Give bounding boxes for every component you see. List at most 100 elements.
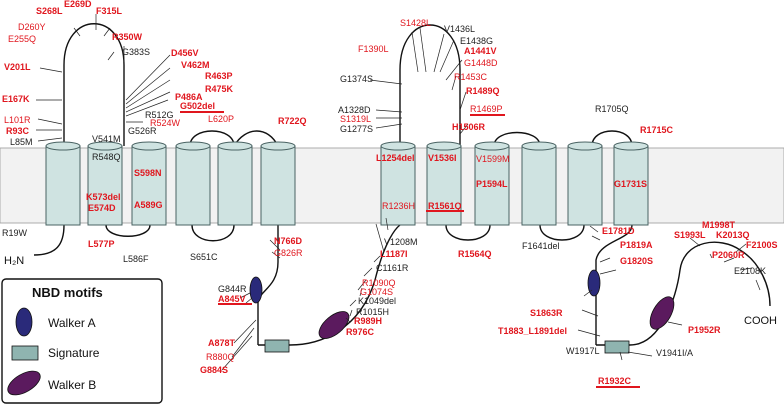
tm-helix-8-cap: [426, 141, 462, 151]
mutation-label: V1208M: [384, 237, 418, 247]
legend-signature-icon: [11, 345, 39, 361]
tm-helix-9-cap: [474, 141, 510, 151]
legend-box: [1, 278, 163, 404]
leader-lines: [36, 14, 761, 371]
ec-loop-12-13: [591, 130, 633, 147]
mutation-label: R1715C: [640, 125, 674, 135]
legend-walker-a-label: Walker A: [48, 316, 96, 330]
ec-loop-4-5: [189, 130, 235, 147]
mutation-label: P1952R: [688, 325, 721, 335]
nbd1-walker-a: [249, 276, 263, 304]
mutation-label: G1731S: [614, 179, 647, 189]
mutation-label: R1705Q: [595, 104, 629, 114]
mutation-label: F1641del: [522, 241, 560, 251]
mutation-label: S598N: [134, 168, 162, 178]
mutation-label: V1599M: [476, 154, 510, 164]
mutation-label: G884S: [200, 365, 228, 375]
mutation-label: E167K: [2, 94, 30, 104]
c-terminus-label: COOH: [744, 315, 777, 327]
mutation-label: G1374S: [340, 74, 373, 84]
mutation-label: R19W: [2, 228, 28, 238]
mutation-label: R463P: [205, 71, 233, 81]
mutation-label: G1277S: [340, 124, 373, 134]
nbd2-walker-a: [587, 269, 601, 297]
mutation-label: S651C: [190, 252, 218, 262]
mutation-label: R722Q: [278, 116, 307, 126]
mutation-label: P486A: [175, 92, 203, 102]
mutation-label: F1390L: [358, 44, 389, 54]
mutation-label: F315L: [96, 6, 123, 16]
mutation-label: T1883_L1891del: [498, 326, 567, 336]
nbd2-signature: [604, 340, 630, 354]
mutation-label: V1941I/A: [656, 348, 693, 358]
mutation-label: V1436L: [444, 24, 475, 34]
nbd1-walker-b: [318, 311, 350, 339]
mutation-label: R350W: [112, 32, 143, 42]
tm-helix-6: [260, 145, 296, 226]
mutation-label: K2013Q: [716, 230, 750, 240]
mutation-label: A1328D: [338, 105, 371, 115]
mutation-label: V201L: [4, 62, 31, 72]
tm-helix-7: [380, 145, 416, 226]
mutation-label: S268L: [36, 6, 63, 16]
mutation-label: E1438G: [460, 36, 493, 46]
legend-signature-label: Signature: [48, 346, 100, 360]
mutation-label: P1594L: [476, 179, 508, 189]
mutation-label: R1489Q: [466, 86, 500, 96]
tm-helix-10-cap: [521, 141, 557, 151]
ic-loop-9-10: [445, 224, 491, 241]
mutation-label: L586F: [123, 254, 149, 264]
mutation-label: L101R: [4, 115, 31, 125]
legend-walker-b-label: Walker B: [48, 378, 96, 392]
mutation-label: A1441V: [464, 46, 497, 56]
mutation-label: L85M: [10, 137, 33, 147]
ic-loop-2-3: [105, 224, 151, 237]
mutation-label: L620P: [208, 114, 234, 124]
mutation-label: S1428L: [400, 18, 431, 28]
mutation-label: S1319L: [340, 114, 371, 124]
legend-title: NBD motifs: [32, 285, 103, 300]
tm-helix-2-cap: [87, 141, 123, 151]
tm-helix-5-cap: [217, 141, 253, 151]
mutation-label: K1049del: [358, 296, 396, 306]
ec-loop-10-11: [493, 131, 541, 147]
mutation-label: G826R: [274, 248, 303, 258]
mutation-label: M1998T: [702, 220, 736, 230]
tm-helix-3: [131, 145, 167, 226]
mutation-label: L1254del: [376, 153, 415, 163]
tm-helix-1: [45, 145, 81, 226]
mutation-label: R1564Q: [458, 249, 492, 259]
mutation-label: E2108K: [734, 266, 766, 276]
nbd-motifs: [249, 269, 675, 354]
mutation-label: G1820S: [620, 256, 653, 266]
mutation-label: G844R: [218, 284, 247, 294]
ecd1-loop: [63, 23, 125, 146]
tm-helices: [45, 141, 649, 226]
mutation-label: N766D: [274, 236, 303, 246]
mutation-label: E1781D: [602, 226, 635, 236]
mutation-label: G526R: [128, 126, 157, 136]
nbd1-signature: [264, 339, 290, 353]
mutation-label: R524W: [150, 118, 181, 128]
mutation-label: D456V: [171, 48, 199, 58]
nbd2-walker-b: [649, 296, 675, 330]
legend-walker-b-icon: [7, 370, 41, 396]
nbd1-loop: [258, 224, 401, 346]
mutation-label: F2100S: [746, 240, 778, 250]
mutation-label: R880Q: [206, 352, 235, 362]
mutation-label: V541M: [92, 134, 121, 144]
mutation-label: E269D: [64, 0, 92, 9]
mutation-label: R1561Q: [428, 201, 462, 211]
mutation-label: E255Q: [8, 34, 36, 44]
legend: NBD motifs Walker A Signature Walker B: [1, 278, 163, 404]
tm-helix-1-cap: [45, 141, 81, 151]
mutation-label: R1469P: [470, 104, 503, 114]
mutation-label: W1917L: [566, 346, 600, 356]
mutation-label: V1536I: [428, 153, 457, 163]
n-terminal-tail: [33, 224, 65, 256]
tm-helix-10: [521, 145, 557, 226]
mutation-label: P1819A: [620, 240, 653, 250]
tm-helix-3-cap: [131, 141, 167, 151]
mutation-label: R93C: [6, 126, 30, 136]
